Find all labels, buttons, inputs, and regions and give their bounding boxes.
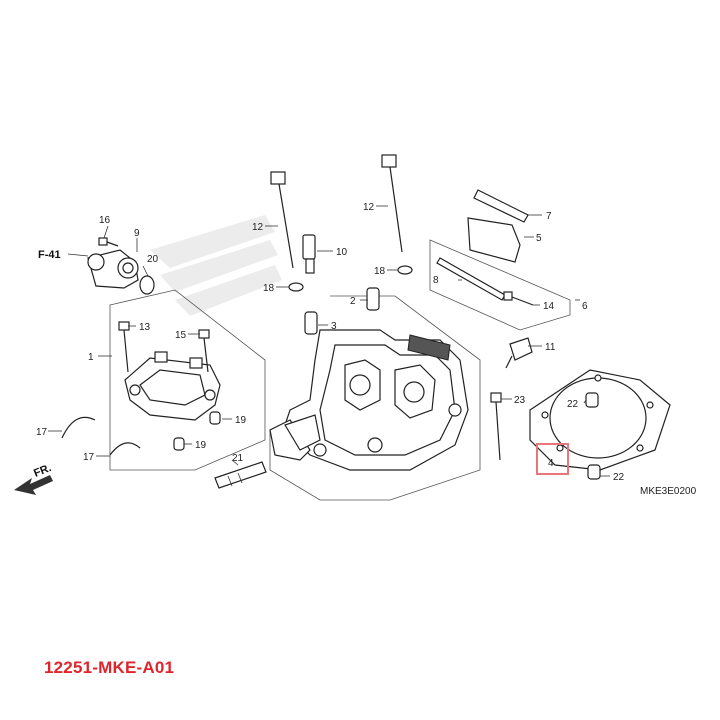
callout-17b: 17 — [83, 452, 95, 463]
callout-13: 13 — [139, 322, 151, 333]
assembly-frame — [269, 295, 481, 501]
watermark-wing — [150, 215, 282, 316]
part-5 — [467, 217, 521, 263]
callout-18b: 18 — [374, 266, 386, 277]
bolt-12a — [270, 171, 294, 269]
leader-lines — [48, 205, 610, 477]
callout-22b: 22 — [613, 472, 625, 483]
bolt-12b — [381, 154, 403, 253]
callout-19b: 19 — [195, 440, 207, 451]
callout-12a: 12 — [252, 222, 264, 233]
cylinder-head — [269, 329, 469, 471]
dowel-pin-19a — [209, 411, 221, 425]
callout-12b: 12 — [363, 202, 375, 213]
callout-19a: 19 — [235, 415, 247, 426]
callout-1: 1 — [88, 352, 94, 363]
callout-2: 2 — [350, 296, 356, 307]
washer-18a — [288, 282, 304, 292]
dowel-pin-22b — [587, 464, 601, 480]
bolt-16 — [98, 237, 119, 247]
callout-10: 10 — [336, 247, 348, 258]
highlight-box — [536, 443, 569, 475]
front-arrow-icon — [14, 475, 53, 495]
callout-16: 16 — [99, 215, 111, 226]
callout-17a: 17 — [36, 427, 48, 438]
head-gasket-4 — [529, 369, 671, 471]
callout-20: 20 — [147, 254, 159, 265]
reference-label: F-41 — [38, 249, 61, 261]
part-number: 12251-MKE-A01 — [44, 658, 175, 677]
callout-11: 11 — [545, 342, 556, 353]
bolt-13 — [118, 321, 130, 373]
stud-bolt-21 — [214, 461, 267, 489]
bolt-14 — [503, 291, 534, 306]
guide-3 — [304, 311, 318, 335]
stud-23 — [490, 392, 502, 461]
callout-14: 14 — [543, 301, 555, 312]
callout-7: 7 — [546, 211, 552, 222]
clip-17a — [61, 416, 96, 439]
guide-2 — [366, 287, 380, 311]
callout-4: 4 — [548, 458, 554, 469]
dowel-pin-19b — [173, 437, 185, 451]
callout-9: 9 — [134, 228, 140, 239]
rocker-frame — [109, 289, 266, 471]
water-joint-9 — [87, 249, 139, 289]
callout-23: 23 — [514, 395, 526, 406]
rocker-arm-holder — [124, 351, 221, 421]
figure-code: MKE3E0200 — [640, 486, 697, 497]
part-7 — [473, 189, 529, 223]
callout-6: 6 — [582, 301, 588, 312]
callout-18a: 18 — [263, 283, 275, 294]
spark-plug-10 — [302, 234, 316, 274]
sensor-11 — [505, 337, 533, 369]
clip-17b — [109, 442, 141, 456]
washer-18b — [397, 265, 413, 275]
valve-8 — [436, 257, 506, 301]
callout-8: 8 — [433, 275, 439, 286]
callout-22a: 22 — [567, 399, 579, 410]
callout-21: 21 — [232, 453, 244, 464]
callout-15: 15 — [175, 330, 187, 341]
valve-frame — [429, 239, 571, 331]
callout-3: 3 — [331, 321, 337, 332]
dowel-pin-22a — [585, 392, 599, 408]
o-ring-20 — [139, 275, 155, 295]
callout-5: 5 — [536, 233, 542, 244]
